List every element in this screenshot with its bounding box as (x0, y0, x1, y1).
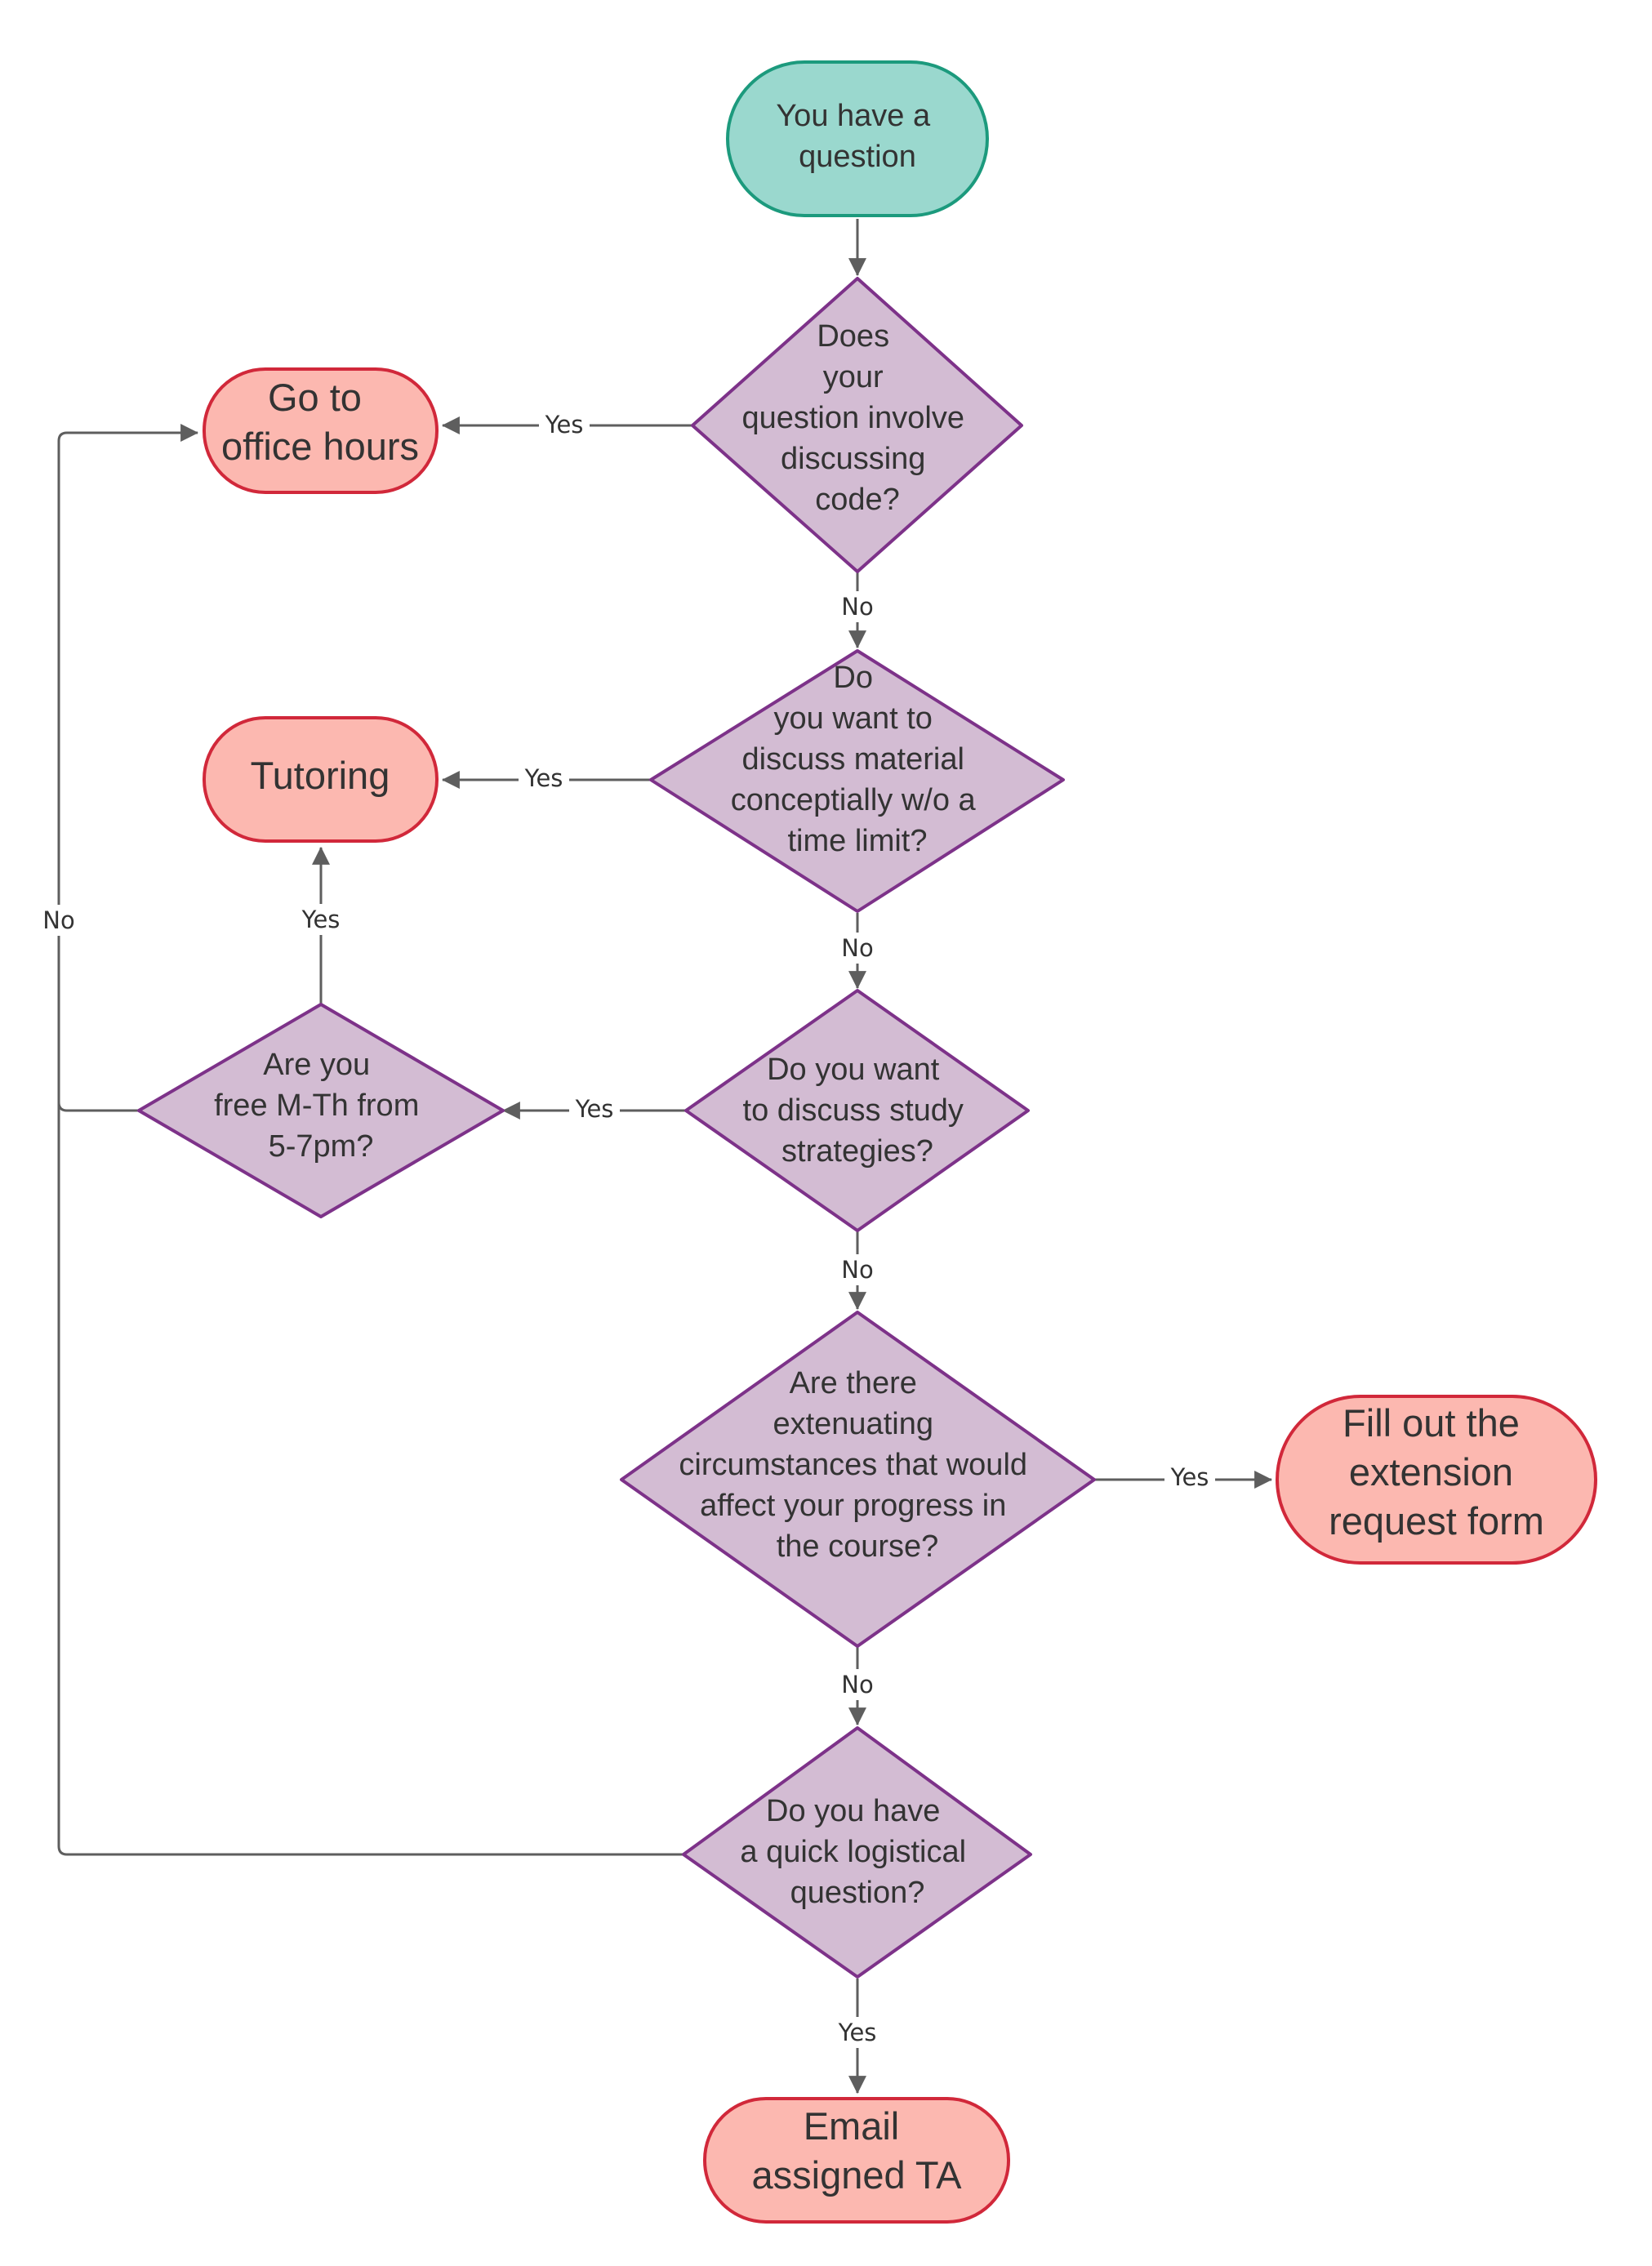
edge-label-code-yes: Yes (545, 411, 584, 439)
edge-label-study-yes: Yes (575, 1095, 614, 1123)
decision-free-question (137, 1003, 505, 1218)
edge-label-conceptual-yes: Yes (524, 764, 563, 792)
edge-label-logistical-yes: Yes (838, 2019, 877, 2046)
decision-study-question (684, 989, 1030, 1232)
decision-conceptual-text: Do you want to discuss material concepti… (731, 661, 985, 858)
decision-extenuating-text: Are there extenuating circumstances that… (679, 1366, 1035, 1564)
edge-free-no (57, 424, 199, 1112)
terminal-office-hours (203, 367, 439, 494)
edge-label-free-yes: Yes (301, 906, 341, 933)
decision-extenuating-question (620, 1311, 1096, 1648)
decision-code-text: Does your question involve discussing co… (741, 319, 973, 517)
terminal-office-hours-text: Go to office hours (221, 376, 419, 468)
decision-code-question (691, 277, 1023, 573)
terminal-extension-text: Fill out the extension request form (1329, 1401, 1544, 1543)
decision-study-text: Do you want to discuss study strategies? (743, 1053, 973, 1169)
terminal-email-ta (703, 2097, 1010, 2224)
terminal-tutoring (203, 716, 439, 843)
start-node (726, 60, 989, 217)
edge-label-free-no: No (42, 906, 74, 934)
edge-label-study-no: No (841, 1256, 873, 1284)
terminal-tutoring-text: Tutoring (251, 754, 390, 797)
terminal-extension-form (1276, 1395, 1597, 1565)
start-node-text: You have a question (776, 99, 938, 174)
edge-label-extenuating-yes: Yes (1170, 1463, 1209, 1491)
edge-logistical-no (57, 1102, 684, 1856)
decision-conceptual-question (649, 649, 1065, 913)
terminal-email-ta-text: Email assigned TA (752, 2104, 963, 2197)
decision-logistical-question (682, 1726, 1032, 1979)
edge-label-code-no: No (841, 593, 873, 621)
edge-label-conceptual-no: No (841, 934, 873, 962)
decision-logistical-text: Do you have a quick logistical question? (740, 1794, 974, 1910)
edge-label-extenuating-no: No (841, 1671, 873, 1698)
decision-free-text: Are you free M-Th from 5-7pm? (214, 1048, 428, 1164)
